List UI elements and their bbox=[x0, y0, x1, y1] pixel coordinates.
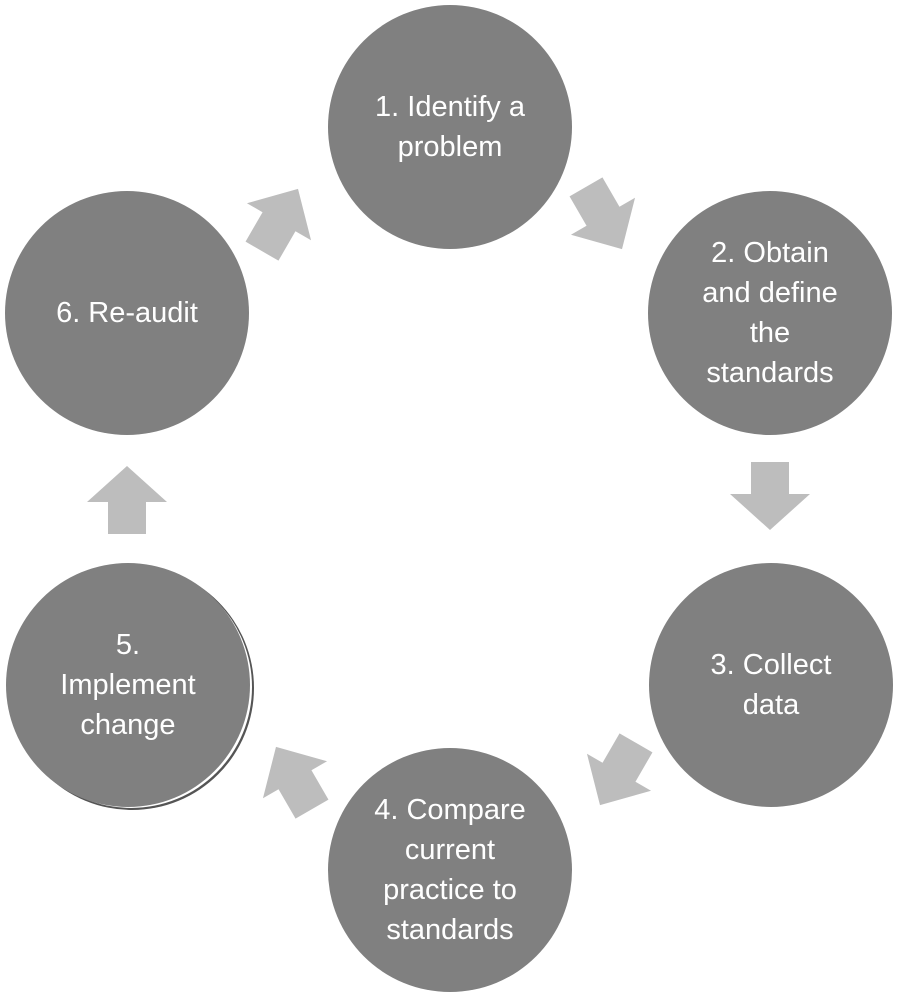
step-1-label: 1. Identify a problem bbox=[375, 91, 525, 163]
step-6-label: 6. Re-audit bbox=[56, 297, 198, 329]
arrow-left-up-icon bbox=[262, 746, 329, 819]
step-2-label: 2. Obtain and define the standards bbox=[702, 237, 838, 389]
step-5-label: 5. Implement change bbox=[60, 629, 196, 741]
arrow-right-up-icon bbox=[245, 188, 312, 261]
arrow-up-icon bbox=[87, 466, 167, 534]
step-2-circle: 2. Obtain and define the standards bbox=[648, 191, 892, 435]
step-3-circle: 3. Collect data bbox=[649, 563, 893, 807]
step-1-circle: 1. Identify a problem bbox=[328, 5, 572, 249]
step-6-circle: 6. Re-audit bbox=[5, 191, 249, 435]
arrow-right-down-icon bbox=[569, 177, 636, 250]
step-3-label: 3. Collect data bbox=[710, 649, 832, 721]
arrow-left-down-icon bbox=[586, 733, 653, 806]
arrow-down-icon bbox=[730, 462, 810, 530]
step-4-label: 4. Compare current practice to standards bbox=[374, 794, 526, 946]
step-4-circle: 4. Compare current practice to standards bbox=[328, 748, 572, 992]
step-5-circle: 5. Implement change bbox=[6, 563, 250, 807]
